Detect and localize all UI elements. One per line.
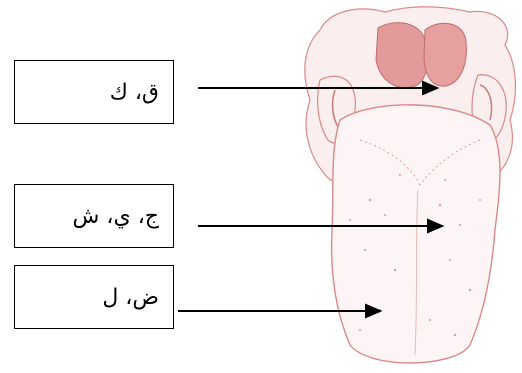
label-text-side: ض، ل (102, 285, 159, 310)
label-text-back: ق، ك (110, 80, 159, 105)
left-tonsil (376, 23, 428, 88)
label-box-middle: ج، ي، ش (14, 184, 174, 248)
label-text-middle: ج، ي، ش (73, 204, 159, 229)
label-box-side: ض، ل (14, 265, 174, 329)
tongue-illustration (305, 7, 516, 363)
label-box-back: ق، ك (14, 60, 174, 124)
